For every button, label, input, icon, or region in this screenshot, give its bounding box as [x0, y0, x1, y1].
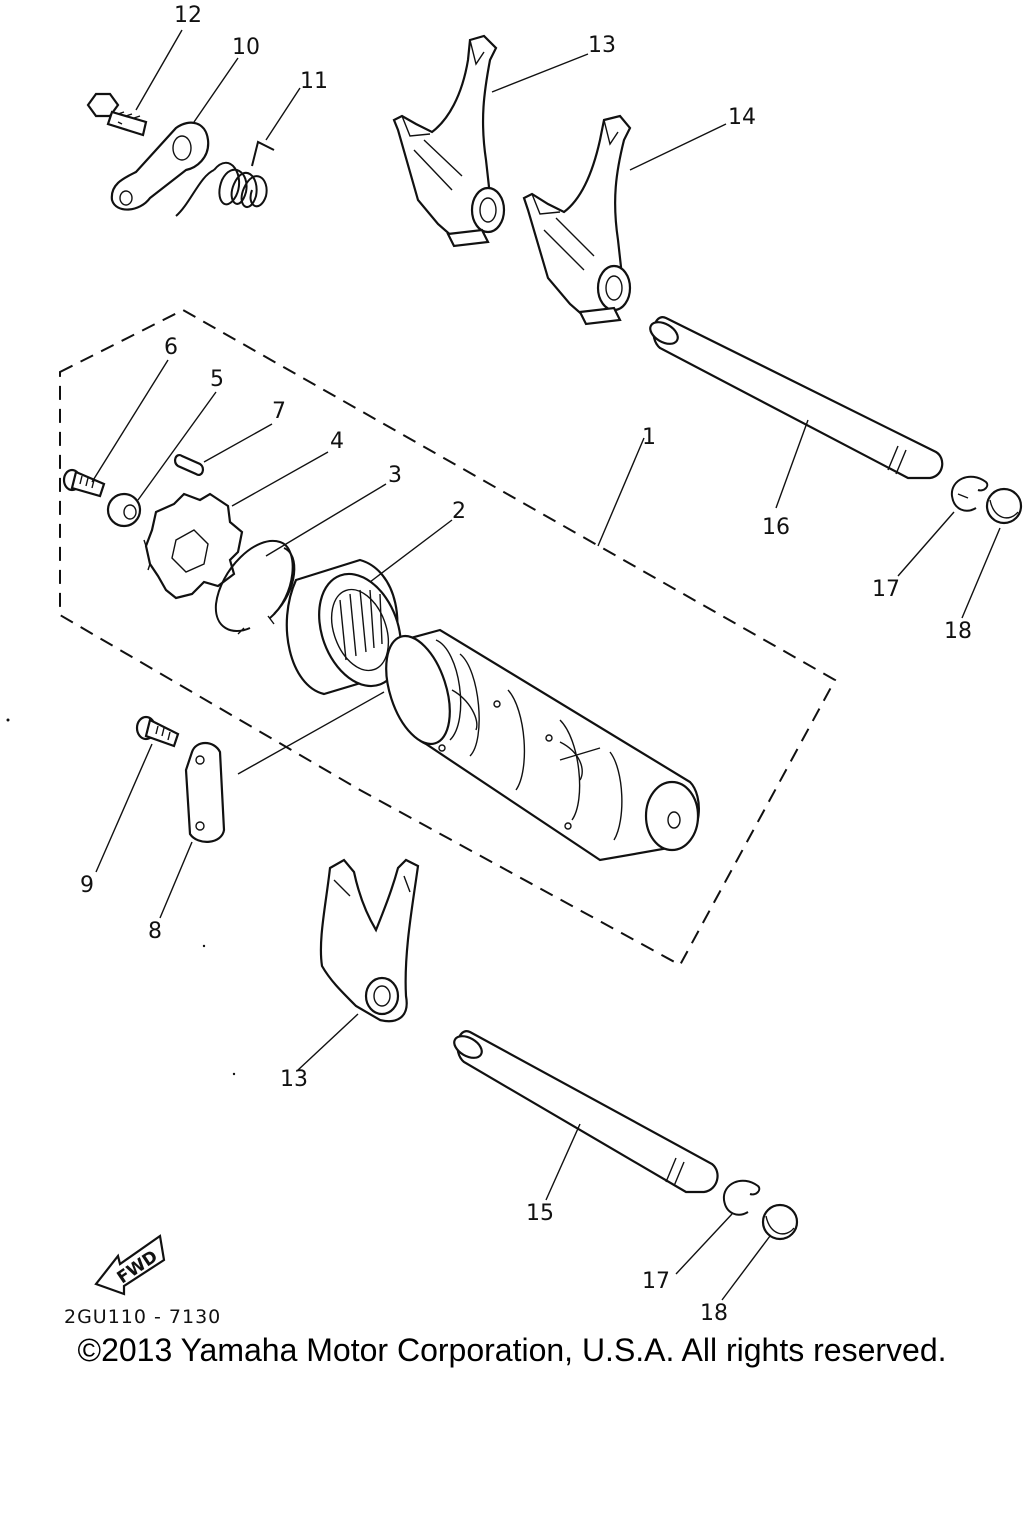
washer-5-icon: [106, 492, 142, 528]
circlip-17-lower-icon: [722, 1179, 761, 1216]
callout-16: 16: [762, 515, 790, 540]
forward-direction-arrow-icon: FWD: [94, 1234, 166, 1296]
diagram-code: 2GU110 - 7130: [64, 1306, 222, 1328]
callout-14: 14: [728, 105, 756, 130]
cap-18-upper-icon: [985, 487, 1023, 525]
circlip-17-upper-icon: [950, 475, 989, 512]
callout-18-lower: 18: [700, 1301, 728, 1326]
callout-13-lower: 13: [280, 1067, 308, 1092]
callout-9: 9: [80, 873, 94, 898]
callout-15: 15: [526, 1201, 554, 1226]
callout-17-lower: 17: [642, 1269, 670, 1294]
callout-7: 7: [272, 399, 286, 424]
shift-fork-13-lower-icon: [319, 858, 420, 1023]
callout-17-upper: 17: [872, 577, 900, 602]
copyright-notice: ©2013 Yamaha Motor Corporation, U.S.A. A…: [77, 1332, 947, 1368]
shift-drum-icon: [385, 628, 700, 862]
needle-bearing-2-icon: [285, 558, 402, 696]
callout-numbers: 12 10 11 13 14 6 5 7 4 3 2 1 16 17 18 9 …: [80, 3, 972, 1326]
scan-speck: [232, 1072, 236, 1076]
screw-9-icon: [135, 715, 180, 748]
snap-ring-3-icon: [214, 539, 296, 635]
callout-6: 6: [164, 335, 178, 360]
scan-speck: [6, 718, 10, 722]
callout-2: 2: [452, 499, 466, 524]
dowel-pin-7-icon: [173, 454, 205, 476]
bolt-12-icon: [86, 92, 148, 137]
callout-12: 12: [174, 3, 202, 28]
callout-1: 1: [642, 425, 656, 450]
segment-4-icon: [143, 492, 244, 600]
callout-11: 11: [300, 69, 328, 94]
callout-4: 4: [330, 429, 344, 454]
stopper-plate-10-icon: [110, 121, 210, 211]
callout-5: 5: [210, 367, 224, 392]
callout-10: 10: [232, 35, 260, 60]
shift-fork-13-upper-icon: [392, 34, 506, 248]
callout-18-upper: 18: [944, 619, 972, 644]
shift-fork-14-icon: [522, 114, 632, 326]
plate-8-icon: [184, 741, 226, 843]
callout-3: 3: [388, 463, 402, 488]
scan-speck: [202, 944, 206, 948]
torsion-spring-11-icon: [175, 140, 275, 217]
guide-bar-15-icon: [453, 1030, 719, 1194]
cap-18-lower-icon: [761, 1203, 799, 1241]
callout-8: 8: [148, 919, 162, 944]
guide-bar-16-icon: [649, 316, 944, 480]
leader-lines: [91, 29, 1001, 1301]
screw-6-icon: [62, 468, 106, 498]
callout-13-upper: 13: [588, 33, 616, 58]
